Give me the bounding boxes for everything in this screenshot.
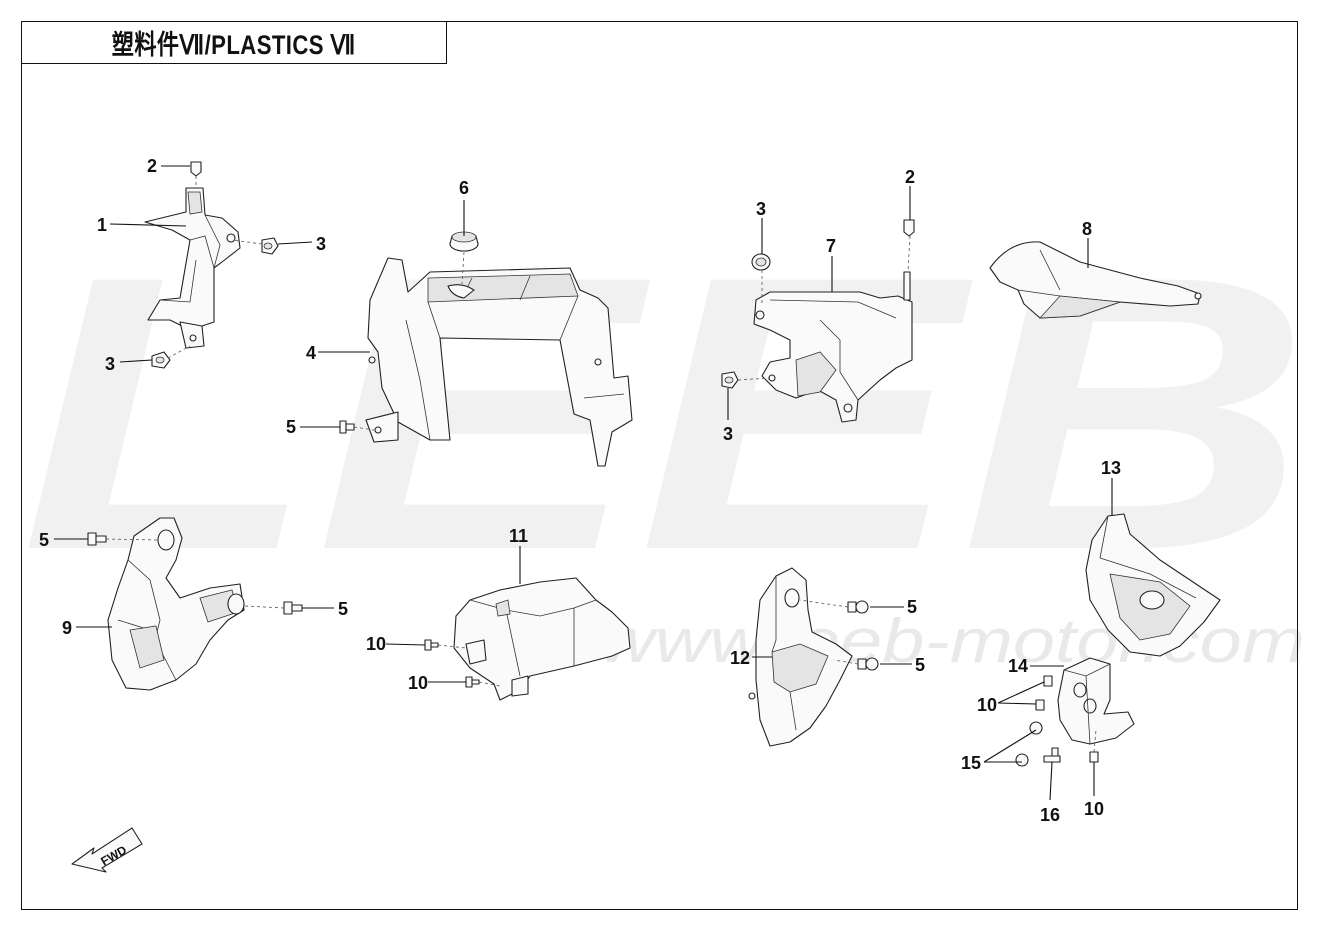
part-5-bolt-d [847,600,869,614]
part-7-bracket [753,271,913,423]
drawing-frame [21,21,1298,910]
part-10-screw-a [424,639,439,651]
callout-2-b: 2 [905,167,915,187]
page-title: 塑料件Ⅶ/PLASTICS Ⅶ [111,29,356,60]
part-10-screw-d [1089,751,1099,763]
part-5-bolt-b [87,532,107,546]
part-14-hinge-bracket [1057,657,1135,745]
callout-15: 15 [961,753,981,773]
callout-13: 13 [1101,458,1121,478]
part-13-tray-cover [1085,513,1221,657]
callout-5-b: 5 [39,530,49,550]
part-2-clip-b [903,219,915,237]
callout-8: 8 [1082,219,1092,239]
part-5-bolt-e [857,657,879,671]
callout-5-c: 5 [338,599,348,619]
callout-5-e: 5 [915,655,925,675]
title-box: 塑料件Ⅶ/PLASTICS Ⅶ [21,21,447,64]
callout-14: 14 [1008,656,1028,676]
callout-10-a: 10 [366,634,386,654]
part-9-side-cover [107,517,245,691]
callout-3-d: 3 [723,424,733,444]
leader-lines [54,165,1113,801]
part-6-grommet [449,231,479,252]
part-5-bolt-c [283,601,303,615]
part-8-shroud [989,241,1202,319]
callout-2-a: 2 [147,156,157,176]
callout-16: 16 [1040,805,1060,825]
part-4-duct-panel [365,257,633,467]
part-3-nut-d [721,371,739,389]
part-16-pin [1043,747,1061,763]
callout-7: 7 [826,236,836,256]
part-1-bracket [144,187,241,349]
part-10-screw-b [465,676,480,688]
part-11-tray [453,577,631,701]
callout-5-d: 5 [907,597,917,617]
part-3-nut-c [751,253,771,271]
part-15-clip [1015,721,1043,767]
fwd-arrow: FWD [71,827,143,873]
part-2-clip-a [190,161,202,177]
callout-9: 9 [62,618,72,638]
callout-3-c: 3 [756,199,766,219]
callout-labels: 1 2 3 3 4 5 6 3 2 7 3 8 13 5 5 9 11 10 1… [39,156,1121,825]
part-5-bolt-a [339,420,355,434]
callout-12: 12 [730,648,750,668]
callout-10-d: 10 [1084,799,1104,819]
part-3-nut-b [151,351,171,369]
callout-4: 4 [306,343,316,363]
callout-3-a: 3 [316,234,326,254]
part-12-side-cover [748,567,853,747]
callout-3-b: 3 [105,354,115,374]
callout-11: 11 [509,526,528,546]
callout-6: 6 [459,178,469,198]
part-3-nut-a [261,237,279,255]
callout-1: 1 [97,215,107,235]
callout-5-a: 5 [286,417,296,437]
callout-10-b: 10 [408,673,428,693]
part-10-screw-c [1035,675,1053,711]
callout-10-c: 10 [977,695,997,715]
